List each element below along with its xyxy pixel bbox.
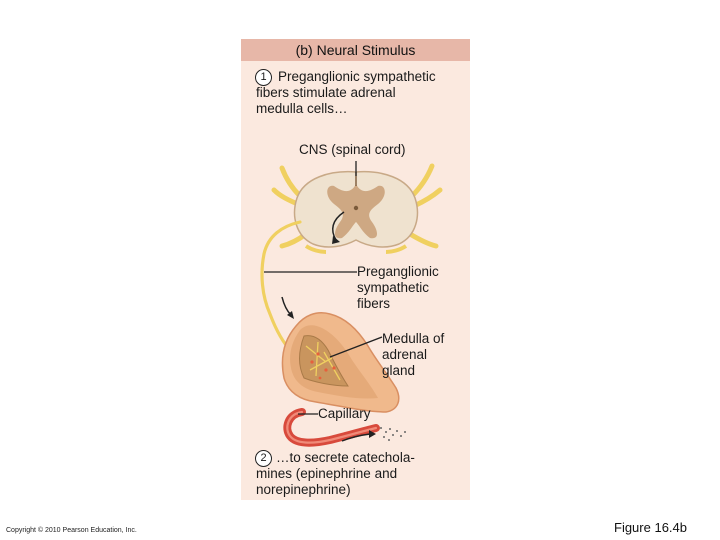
step-2-text-line-2: mines (epinephrine and — [256, 466, 397, 483]
fiber-direction-arrow-icon — [282, 297, 291, 315]
preganglionic-label-line-1: Preganglionic — [357, 264, 439, 281]
copyright-notice: Copyright © 2010 Pearson Education, Inc. — [6, 527, 137, 534]
spinal-cord-section — [295, 172, 418, 252]
medulla-label-line-2: adrenal — [382, 347, 427, 364]
figure-number: Figure 16.4b — [614, 520, 687, 535]
step-2-badge: 2 — [255, 450, 272, 467]
medulla-label-line-3: gland — [382, 363, 415, 380]
step-2-text-line-3: norepinephrine) — [256, 482, 351, 499]
step-2-text-line-1: …to secrete catechola- — [276, 450, 415, 467]
preganglionic-label-line-3: fibers — [357, 296, 390, 313]
cns-label: CNS (spinal cord) — [299, 142, 406, 159]
catecholamine-dots — [380, 427, 406, 441]
preganglionic-label-line-2: sympathetic — [357, 280, 429, 297]
capillary-label: Capillary — [318, 406, 371, 423]
medulla-label-line-1: Medulla of — [382, 331, 444, 348]
